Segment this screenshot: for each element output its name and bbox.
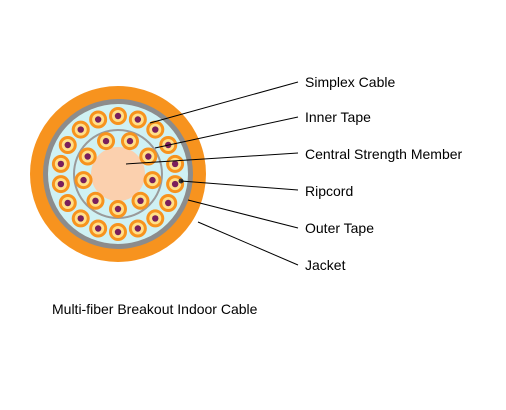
central-strength-member <box>91 147 145 201</box>
simplex-fiber <box>152 215 159 222</box>
simplex-fiber <box>102 137 110 145</box>
simplex-cable-inner <box>74 171 93 190</box>
leader-outer-tape <box>187 199 299 229</box>
simplex-cable-inner <box>109 200 127 218</box>
simplex-cable-inner <box>97 132 116 151</box>
leader-simplex-cable <box>149 81 299 124</box>
simplex-fiber <box>114 112 122 120</box>
simplex-cable-inner <box>139 147 158 166</box>
simplex-cable-outer <box>71 209 90 228</box>
leader-inner-tape <box>154 116 299 149</box>
simplex-fiber <box>94 116 102 123</box>
simplex-cable-outer <box>71 120 90 139</box>
label-outer-tape: Outer Tape <box>305 220 374 236</box>
simplex-cable-outer <box>58 136 77 154</box>
simplex-cable-outer <box>146 209 165 228</box>
simplex-cable-inner <box>86 191 105 210</box>
simplex-cable-inner <box>143 171 162 190</box>
simplex-fiber <box>77 126 84 133</box>
simplex-fiber <box>64 141 71 149</box>
leader-central-strength-member <box>125 152 299 165</box>
simplex-cable-outer-ring <box>51 107 185 241</box>
simplex-fiber <box>114 228 122 236</box>
simplex-fiber <box>64 199 71 207</box>
simplex-cable-outer <box>51 175 70 194</box>
simplex-cable-outer <box>128 219 147 238</box>
simplex-cable-inner <box>78 147 97 166</box>
simplex-cable-outer <box>89 219 108 238</box>
diagram-caption: Multi-fiber Breakout Indoor Cable <box>52 301 258 317</box>
label-ripcord: Ripcord <box>305 183 353 199</box>
simplex-fiber <box>171 160 179 168</box>
simplex-cable-outer <box>51 154 70 173</box>
simplex-cable-outer <box>166 175 185 194</box>
simplex-fiber <box>134 116 142 123</box>
simplex-fiber <box>84 153 91 160</box>
simplex-cable-inner <box>120 132 139 151</box>
simplex-cable-outer <box>146 120 165 139</box>
label-jacket: Jacket <box>305 257 346 273</box>
simplex-fiber <box>57 180 65 188</box>
simplex-fiber <box>77 215 84 222</box>
simplex-fiber <box>80 176 87 184</box>
simplex-fiber <box>114 205 122 213</box>
simplex-cable-outer <box>109 223 127 241</box>
simplex-fiber <box>134 225 142 232</box>
simplex-cable-outer <box>166 154 185 173</box>
label-inner-tape: Inner Tape <box>305 109 371 125</box>
simplex-cable-inner-ring <box>74 132 162 218</box>
label-central-strength-member: Central Strength Member <box>305 146 463 162</box>
simplex-fiber <box>126 137 134 145</box>
simplex-cable-outer <box>159 194 178 212</box>
leader-jacket <box>197 221 299 266</box>
simplex-cable-outer <box>58 194 77 212</box>
label-simplex-cable: Simplex Cable <box>305 74 395 90</box>
simplex-fiber <box>152 126 159 133</box>
simplex-cable-outer <box>128 110 147 129</box>
simplex-cable-outer <box>89 110 108 129</box>
simplex-cable-outer <box>109 107 127 125</box>
simplex-fiber <box>92 197 99 205</box>
simplex-fiber <box>94 225 102 232</box>
simplex-fiber <box>165 199 172 207</box>
simplex-cable-inner <box>131 191 150 210</box>
simplex-fiber <box>57 160 65 168</box>
simplex-fiber <box>145 153 152 160</box>
simplex-fiber <box>137 197 144 205</box>
simplex-fiber <box>149 176 156 184</box>
leader-ripcord <box>180 180 299 191</box>
simplex-fiber <box>171 180 179 188</box>
